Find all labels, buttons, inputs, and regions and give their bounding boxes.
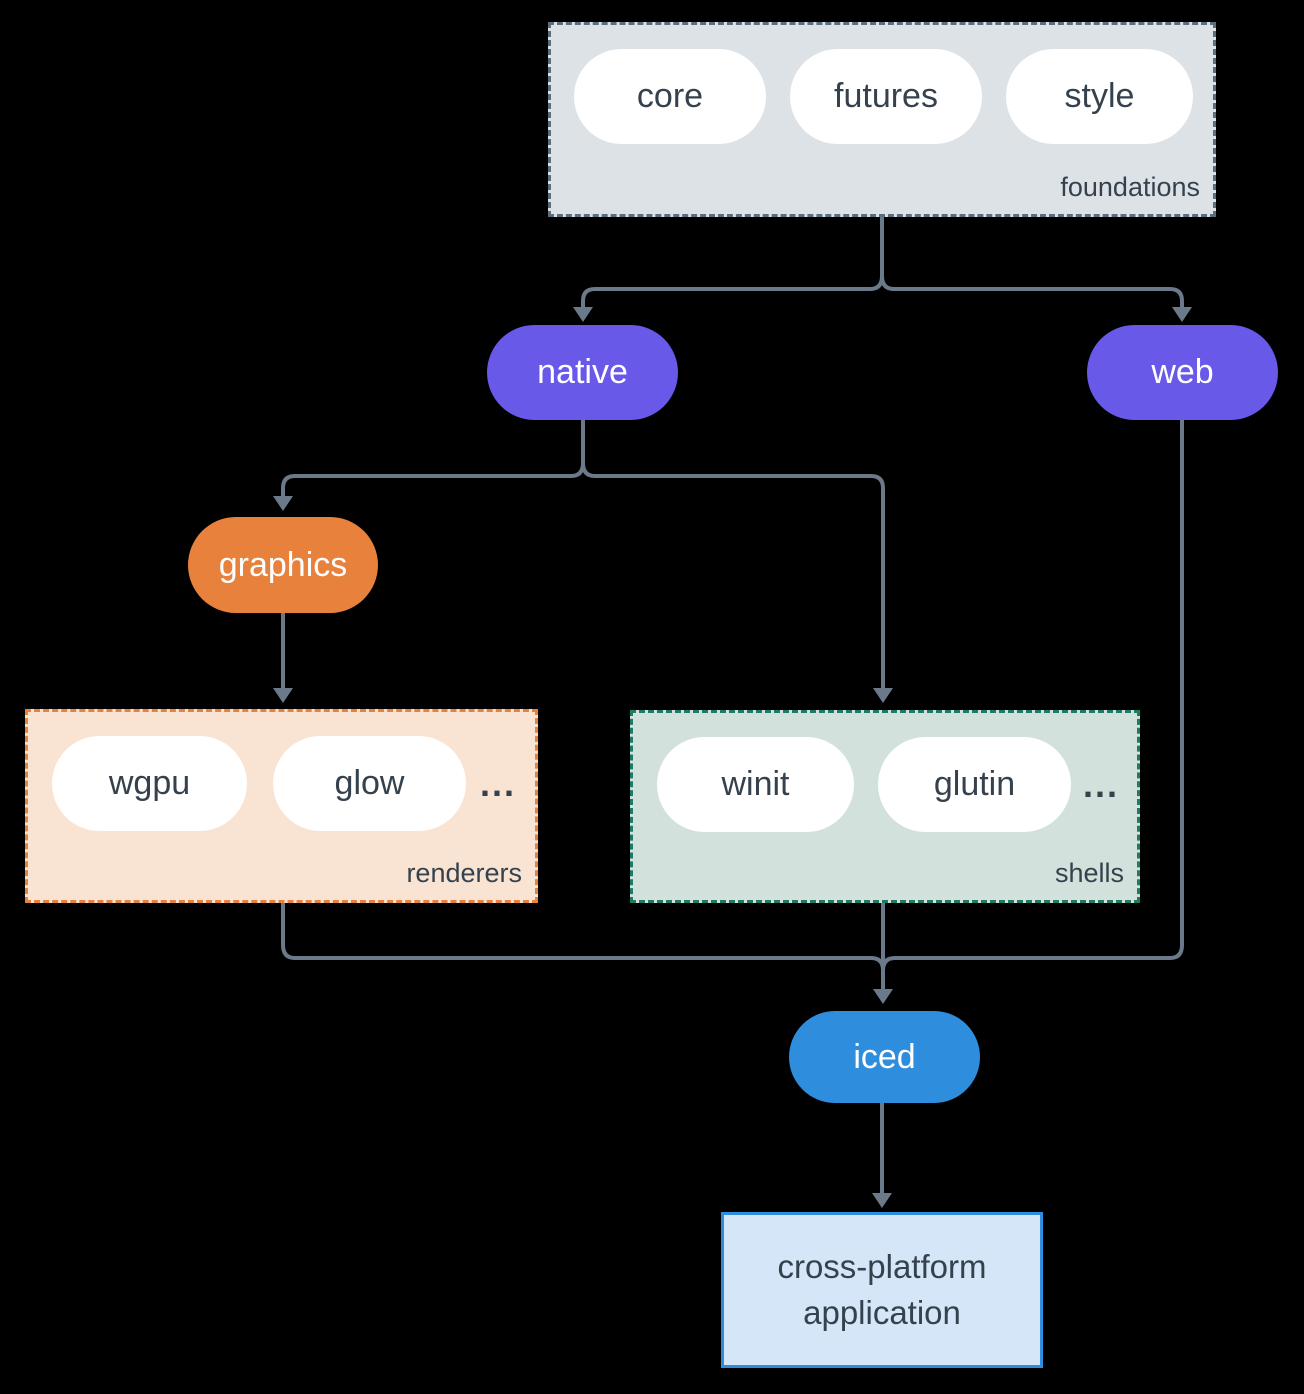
application-label-line1: cross-platform — [777, 1248, 987, 1285]
edge-renderers-merge — [281, 903, 885, 974]
foundations-group-label: foundations — [1060, 172, 1200, 202]
arrowhead-renderers — [273, 688, 293, 703]
edge-foundations-native — [581, 217, 884, 307]
edge-foundations-web — [880, 217, 1184, 307]
shells-ellipsis: ... — [1082, 763, 1119, 805]
node-glow: glow — [273, 736, 466, 831]
application-box: cross-platform application — [721, 1212, 1043, 1368]
shells-group: winit glutin ... shells — [630, 710, 1140, 903]
node-graphics: graphics — [188, 517, 378, 613]
renderers-group-label: renderers — [406, 858, 522, 888]
node-glutin: glutin — [878, 737, 1071, 832]
arrowhead-shells — [873, 688, 893, 703]
arrowhead-web — [1172, 307, 1192, 322]
node-native: native — [487, 325, 678, 420]
node-iced: iced — [789, 1011, 980, 1103]
foundations-group: core futures style foundations — [548, 22, 1216, 217]
arrowhead-graphics — [273, 496, 293, 511]
shells-group-label: shells — [1054, 858, 1124, 888]
edge-native-shells — [581, 420, 885, 688]
application-label-line2: application — [803, 1294, 961, 1331]
node-wgpu: wgpu — [52, 736, 247, 831]
arrowhead-native — [573, 307, 593, 322]
node-winit: winit — [657, 737, 854, 832]
edge-native-graphics — [281, 420, 585, 496]
arrowhead-application — [872, 1193, 892, 1208]
node-style: style — [1006, 49, 1193, 144]
renderers-group: wgpu glow ... renderers — [25, 709, 538, 903]
node-futures: futures — [790, 49, 982, 144]
node-web: web — [1087, 325, 1278, 420]
arrowhead-iced — [873, 989, 893, 1004]
renderers-ellipsis: ... — [479, 762, 516, 804]
node-core: core — [574, 49, 766, 144]
